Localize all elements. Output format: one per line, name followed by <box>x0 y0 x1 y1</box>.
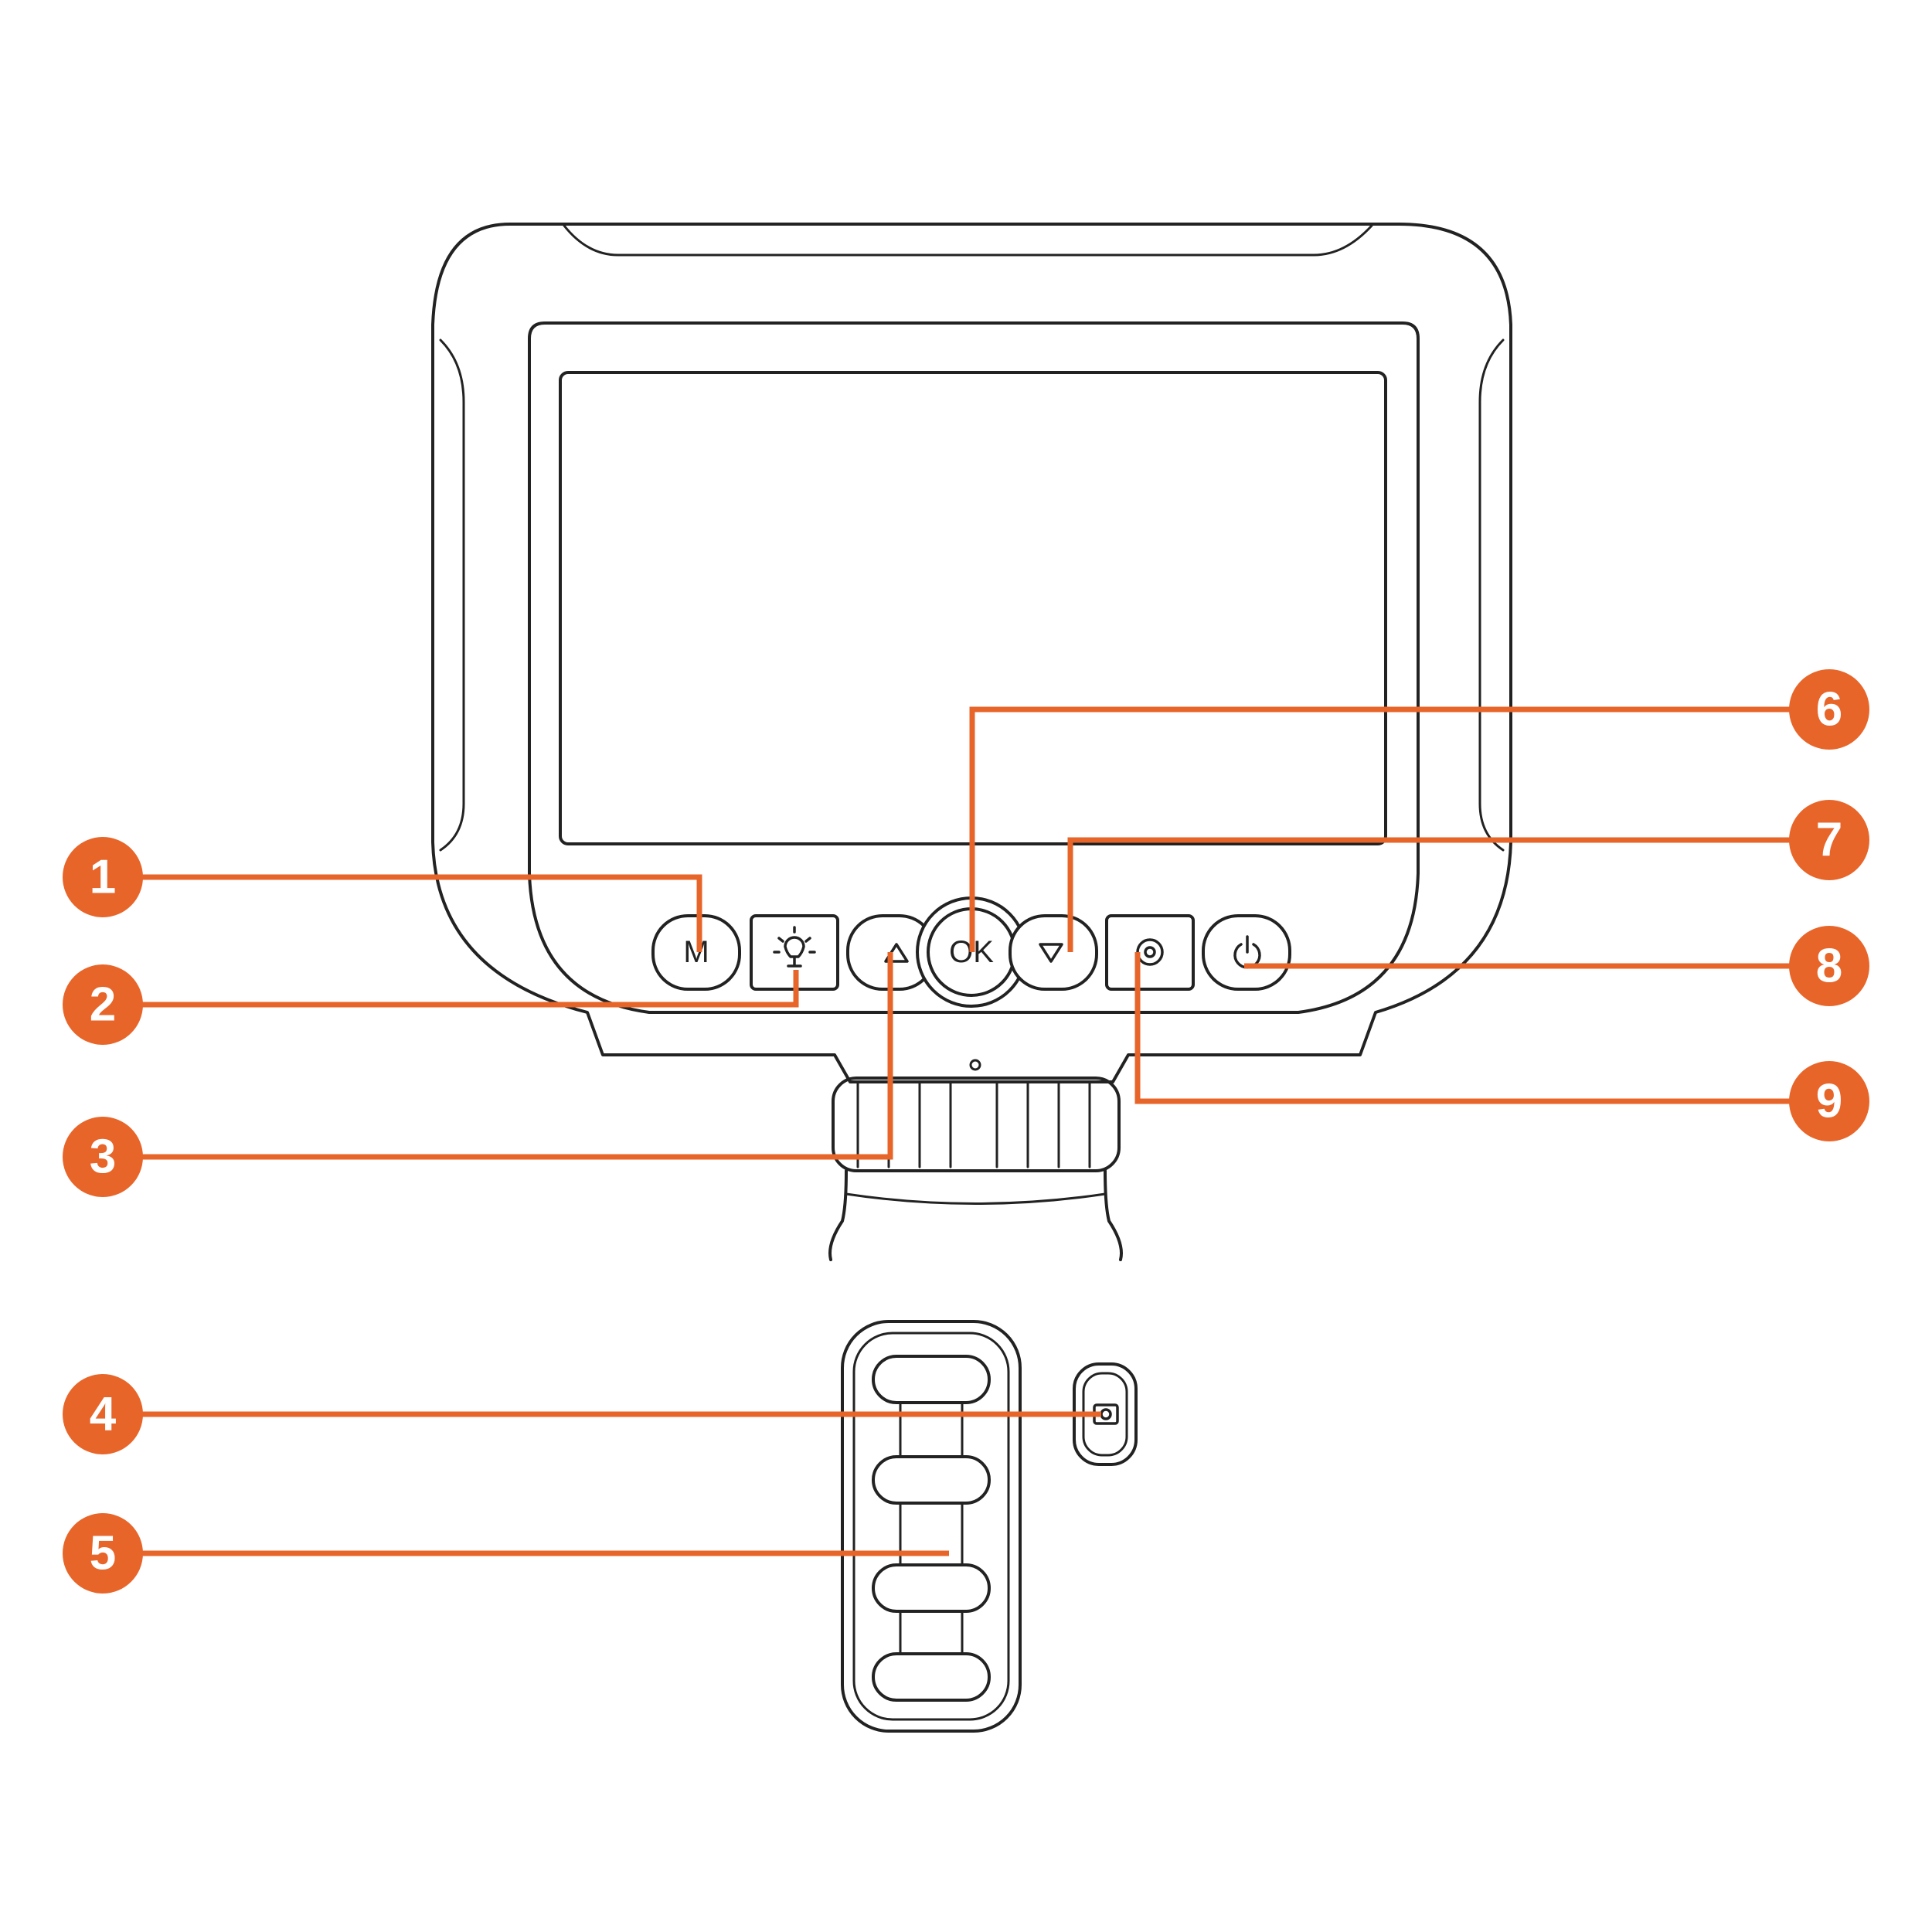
leader-3 <box>104 952 893 1160</box>
grip-pad <box>872 1652 991 1702</box>
callout-badge-9: 9 <box>1789 1061 1869 1141</box>
callout-badge-5: 5 <box>63 1513 143 1594</box>
handle-grip <box>841 1320 1022 1733</box>
grip-inner <box>852 1332 1010 1721</box>
callout-badge-1: 1 <box>63 837 143 917</box>
housing-outline <box>431 223 1512 1083</box>
m-button[interactable] <box>651 914 741 991</box>
leader-7 <box>1067 837 1828 952</box>
callout-badge-2: 2 <box>63 964 143 1045</box>
light-bulb-icon <box>773 926 816 968</box>
leader-1 <box>104 874 702 952</box>
m-glyph: M <box>683 935 709 969</box>
grip-spine <box>899 1389 964 1655</box>
grip-pad <box>872 1455 991 1505</box>
collar-body <box>832 1077 1121 1172</box>
grip-pad <box>872 1563 991 1613</box>
callout-badge-6: 6 <box>1789 669 1869 750</box>
callout-leaders <box>104 706 1828 1556</box>
microphone-hole <box>969 1059 981 1071</box>
down-button[interactable] <box>1009 914 1098 991</box>
callout-number: 8 <box>1816 940 1842 993</box>
grip-outer <box>841 1320 1022 1733</box>
callout-number: 9 <box>1816 1075 1842 1128</box>
leader-9 <box>1134 952 1828 1104</box>
settings-button[interactable] <box>1105 914 1195 991</box>
callout-badge-4: 4 <box>63 1374 143 1454</box>
callout-number: 5 <box>90 1527 116 1580</box>
callout-number: 7 <box>1816 814 1842 867</box>
callout-number: 1 <box>90 851 116 904</box>
device-housing <box>431 223 1512 1083</box>
neck-band <box>845 1192 1107 1205</box>
rotating-collar <box>832 1077 1121 1172</box>
callout-badges: 1 2 3 4 5 6 7 8 9 <box>63 669 1869 1594</box>
top-bumper <box>563 224 1373 257</box>
callout-number: 6 <box>1816 683 1842 736</box>
leader-6 <box>969 706 1828 952</box>
callout-badge-7: 7 <box>1789 800 1869 880</box>
front-panel <box>528 321 1420 1014</box>
handle-neck <box>828 1169 1123 1261</box>
down-triangle-icon <box>1039 943 1063 963</box>
leader-2 <box>104 970 799 1008</box>
callout-number: 4 <box>90 1388 117 1441</box>
callout-badge-3: 3 <box>63 1117 143 1197</box>
callout-number: 3 <box>90 1131 116 1184</box>
callout-number: 2 <box>90 978 116 1032</box>
callout-badge-8: 8 <box>1789 926 1869 1006</box>
left-grip <box>439 338 465 852</box>
grip-pad <box>872 1355 991 1404</box>
right-grip <box>1478 338 1505 852</box>
